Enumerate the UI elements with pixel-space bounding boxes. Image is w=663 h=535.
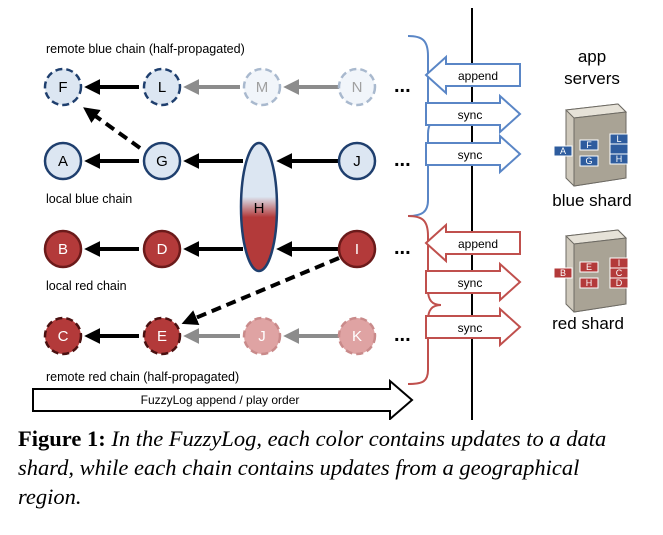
svg-text:F: F <box>58 79 67 96</box>
edge-g-f-dashed <box>83 107 142 150</box>
svg-text:append: append <box>458 69 498 83</box>
svg-text:B: B <box>560 268 566 278</box>
svg-text:C: C <box>616 268 623 278</box>
node-l: L <box>142 67 182 107</box>
node-f: F <box>43 67 83 107</box>
red-append-arrow: append <box>424 222 521 264</box>
caption-label: Figure 1: <box>18 426 106 451</box>
caption-text: In the FuzzyLog, each color contains upd… <box>18 426 607 509</box>
svg-text:K: K <box>352 328 362 345</box>
ellipsis-row-1: ... <box>394 75 411 97</box>
svg-text:FuzzyLog append / play order: FuzzyLog append / play order <box>141 393 300 407</box>
node-a: A <box>43 141 83 181</box>
figure-caption: Figure 1: In the FuzzyLog, each color co… <box>18 424 648 511</box>
ellipsis-row-3: ... <box>394 237 411 259</box>
svg-text:E: E <box>586 262 592 272</box>
svg-text:C: C <box>58 328 69 345</box>
svg-text:F: F <box>586 140 592 150</box>
svg-text:L: L <box>158 79 166 96</box>
remote-red-chain-label: remote red chain (half-propagated) <box>46 370 239 384</box>
node-d: D <box>142 229 182 269</box>
edge-i-e-dashed <box>181 256 340 326</box>
svg-text:sync: sync <box>458 321 483 335</box>
app-servers-label-line-2: servers <box>564 69 620 88</box>
svg-text:sync: sync <box>458 108 483 122</box>
node-e: E <box>142 316 182 356</box>
node-i: I <box>337 229 377 269</box>
svg-text:J: J <box>353 153 361 170</box>
svg-text:M: M <box>256 79 269 96</box>
ellipsis-row-4: ... <box>394 324 411 346</box>
node-c: C <box>43 316 83 356</box>
blue-append-arrow: append <box>424 54 521 96</box>
red-sync-arrow-2: sync <box>425 306 522 348</box>
node-g: G <box>142 141 182 181</box>
blue-sync-arrow-2: sync <box>425 133 522 175</box>
svg-text:I: I <box>355 241 359 258</box>
node-n: N <box>337 67 377 107</box>
red-shard-label: red shard <box>552 314 624 333</box>
svg-text:sync: sync <box>458 276 483 290</box>
svg-text:G: G <box>156 153 168 170</box>
svg-text:N: N <box>352 79 363 96</box>
node-j-remote-red: J <box>242 316 282 356</box>
svg-text:B: B <box>58 241 68 258</box>
svg-text:I: I <box>618 258 621 268</box>
svg-text:G: G <box>585 156 592 166</box>
red-shard-server-icon: B E I C H D <box>553 229 629 313</box>
fuzzylog-diagram: remote blue chain (half-propagated) loca… <box>32 8 632 420</box>
svg-text:E: E <box>157 328 167 345</box>
local-red-chain-label: local red chain <box>46 279 127 293</box>
svg-text:L: L <box>616 134 621 144</box>
node-m: M <box>242 67 282 107</box>
svg-text:D: D <box>616 278 623 288</box>
red-brace <box>407 215 442 385</box>
svg-text:append: append <box>458 237 498 251</box>
blue-shard-server-icon: A F L G H <box>553 103 629 187</box>
svg-text:J: J <box>258 328 266 345</box>
app-servers-label-line-1: app <box>578 47 606 66</box>
ellipsis-row-2: ... <box>394 149 411 171</box>
node-b: B <box>43 229 83 269</box>
svg-text:H: H <box>586 278 593 288</box>
svg-text:A: A <box>58 153 68 170</box>
remote-blue-chain-label: remote blue chain (half-propagated) <box>46 42 245 56</box>
local-blue-chain-label: local blue chain <box>46 192 132 206</box>
svg-text:H: H <box>616 154 623 164</box>
blue-shard-label: blue shard <box>552 191 631 210</box>
svg-text:sync: sync <box>458 148 483 162</box>
node-k: K <box>337 316 377 356</box>
red-sync-arrow-1: sync <box>425 261 522 303</box>
node-j: J <box>337 141 377 181</box>
svg-text:A: A <box>560 146 566 156</box>
blue-sync-arrow-1: sync <box>425 93 522 135</box>
play-order-arrow: FuzzyLog append / play order <box>32 378 414 420</box>
svg-text:D: D <box>157 241 168 258</box>
svg-text:H: H <box>254 200 265 217</box>
node-h-multicolor: H <box>239 141 279 273</box>
